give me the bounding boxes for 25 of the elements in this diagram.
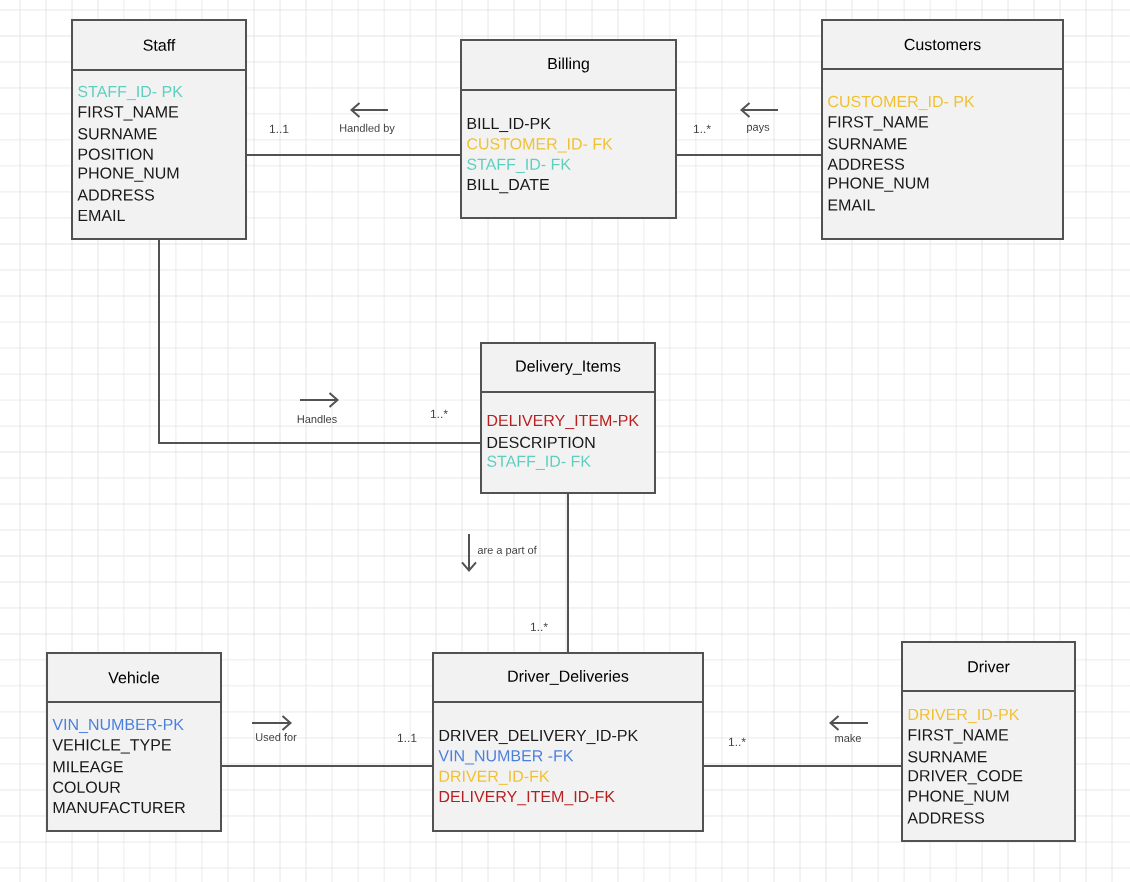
multiplicity-label: 1..* bbox=[728, 737, 746, 747]
connector-line bbox=[567, 493, 569, 653]
edge-label: Handled by bbox=[340, 123, 395, 135]
multiplicity-label: 1..1 bbox=[269, 124, 289, 134]
multiplicity-label: 1..* bbox=[530, 622, 548, 632]
entity-box: Driver_Deliveries DRIVER_DELIVERY_ID-PK VIN_NUMBER -FK DRIVER_ID-FK DELIVERY_ITEM_ID-FK bbox=[432, 652, 704, 832]
connector-line bbox=[676, 154, 822, 156]
multiplicity-label: 1..1 bbox=[397, 733, 417, 743]
entity-box: Vehicle VIN_NUMBER-PK VEHICLE_TYPE MILEAGE COLOUR MANUFACTURER bbox=[46, 652, 222, 832]
edge-label: are a part of bbox=[477, 545, 537, 557]
connector-line bbox=[158, 239, 481, 444]
entity-box: Staff STAFF_ID- PK FIRST_NAME SURNAME POSITION PHONE_NUM ADDRESS EMAIL bbox=[71, 19, 247, 240]
connector-line bbox=[246, 154, 461, 156]
edge-label: Handles bbox=[297, 414, 337, 423]
connector-line bbox=[221, 765, 433, 767]
multiplicity-label: 1..* bbox=[693, 124, 711, 134]
multiplicity-label: 1..* bbox=[430, 409, 448, 419]
entity-box: Driver DRIVER_ID-PK FIRST_NAME SURNAME DRIVER_CODE PHONE_NUM ADDRESS bbox=[901, 641, 1076, 842]
edge-label: make bbox=[835, 733, 861, 742]
connector-line bbox=[703, 765, 902, 767]
entity-box: Billing BILL_ID-PK CUSTOMER_ID- FK STAFF_ID- FK BILL_DATE bbox=[460, 39, 677, 219]
entity-box: Delivery_Items DELIVERY_ITEM-PK DESCRIPTION STAFF_ID- FK bbox=[480, 342, 656, 494]
edge-label: Used for bbox=[256, 732, 297, 741]
entity-box: Customers CUSTOMER_ID- PK FIRST_NAME SURNAME ADDRESS PHONE_NUM EMAIL bbox=[821, 19, 1064, 240]
edge-label: pays bbox=[747, 124, 770, 134]
